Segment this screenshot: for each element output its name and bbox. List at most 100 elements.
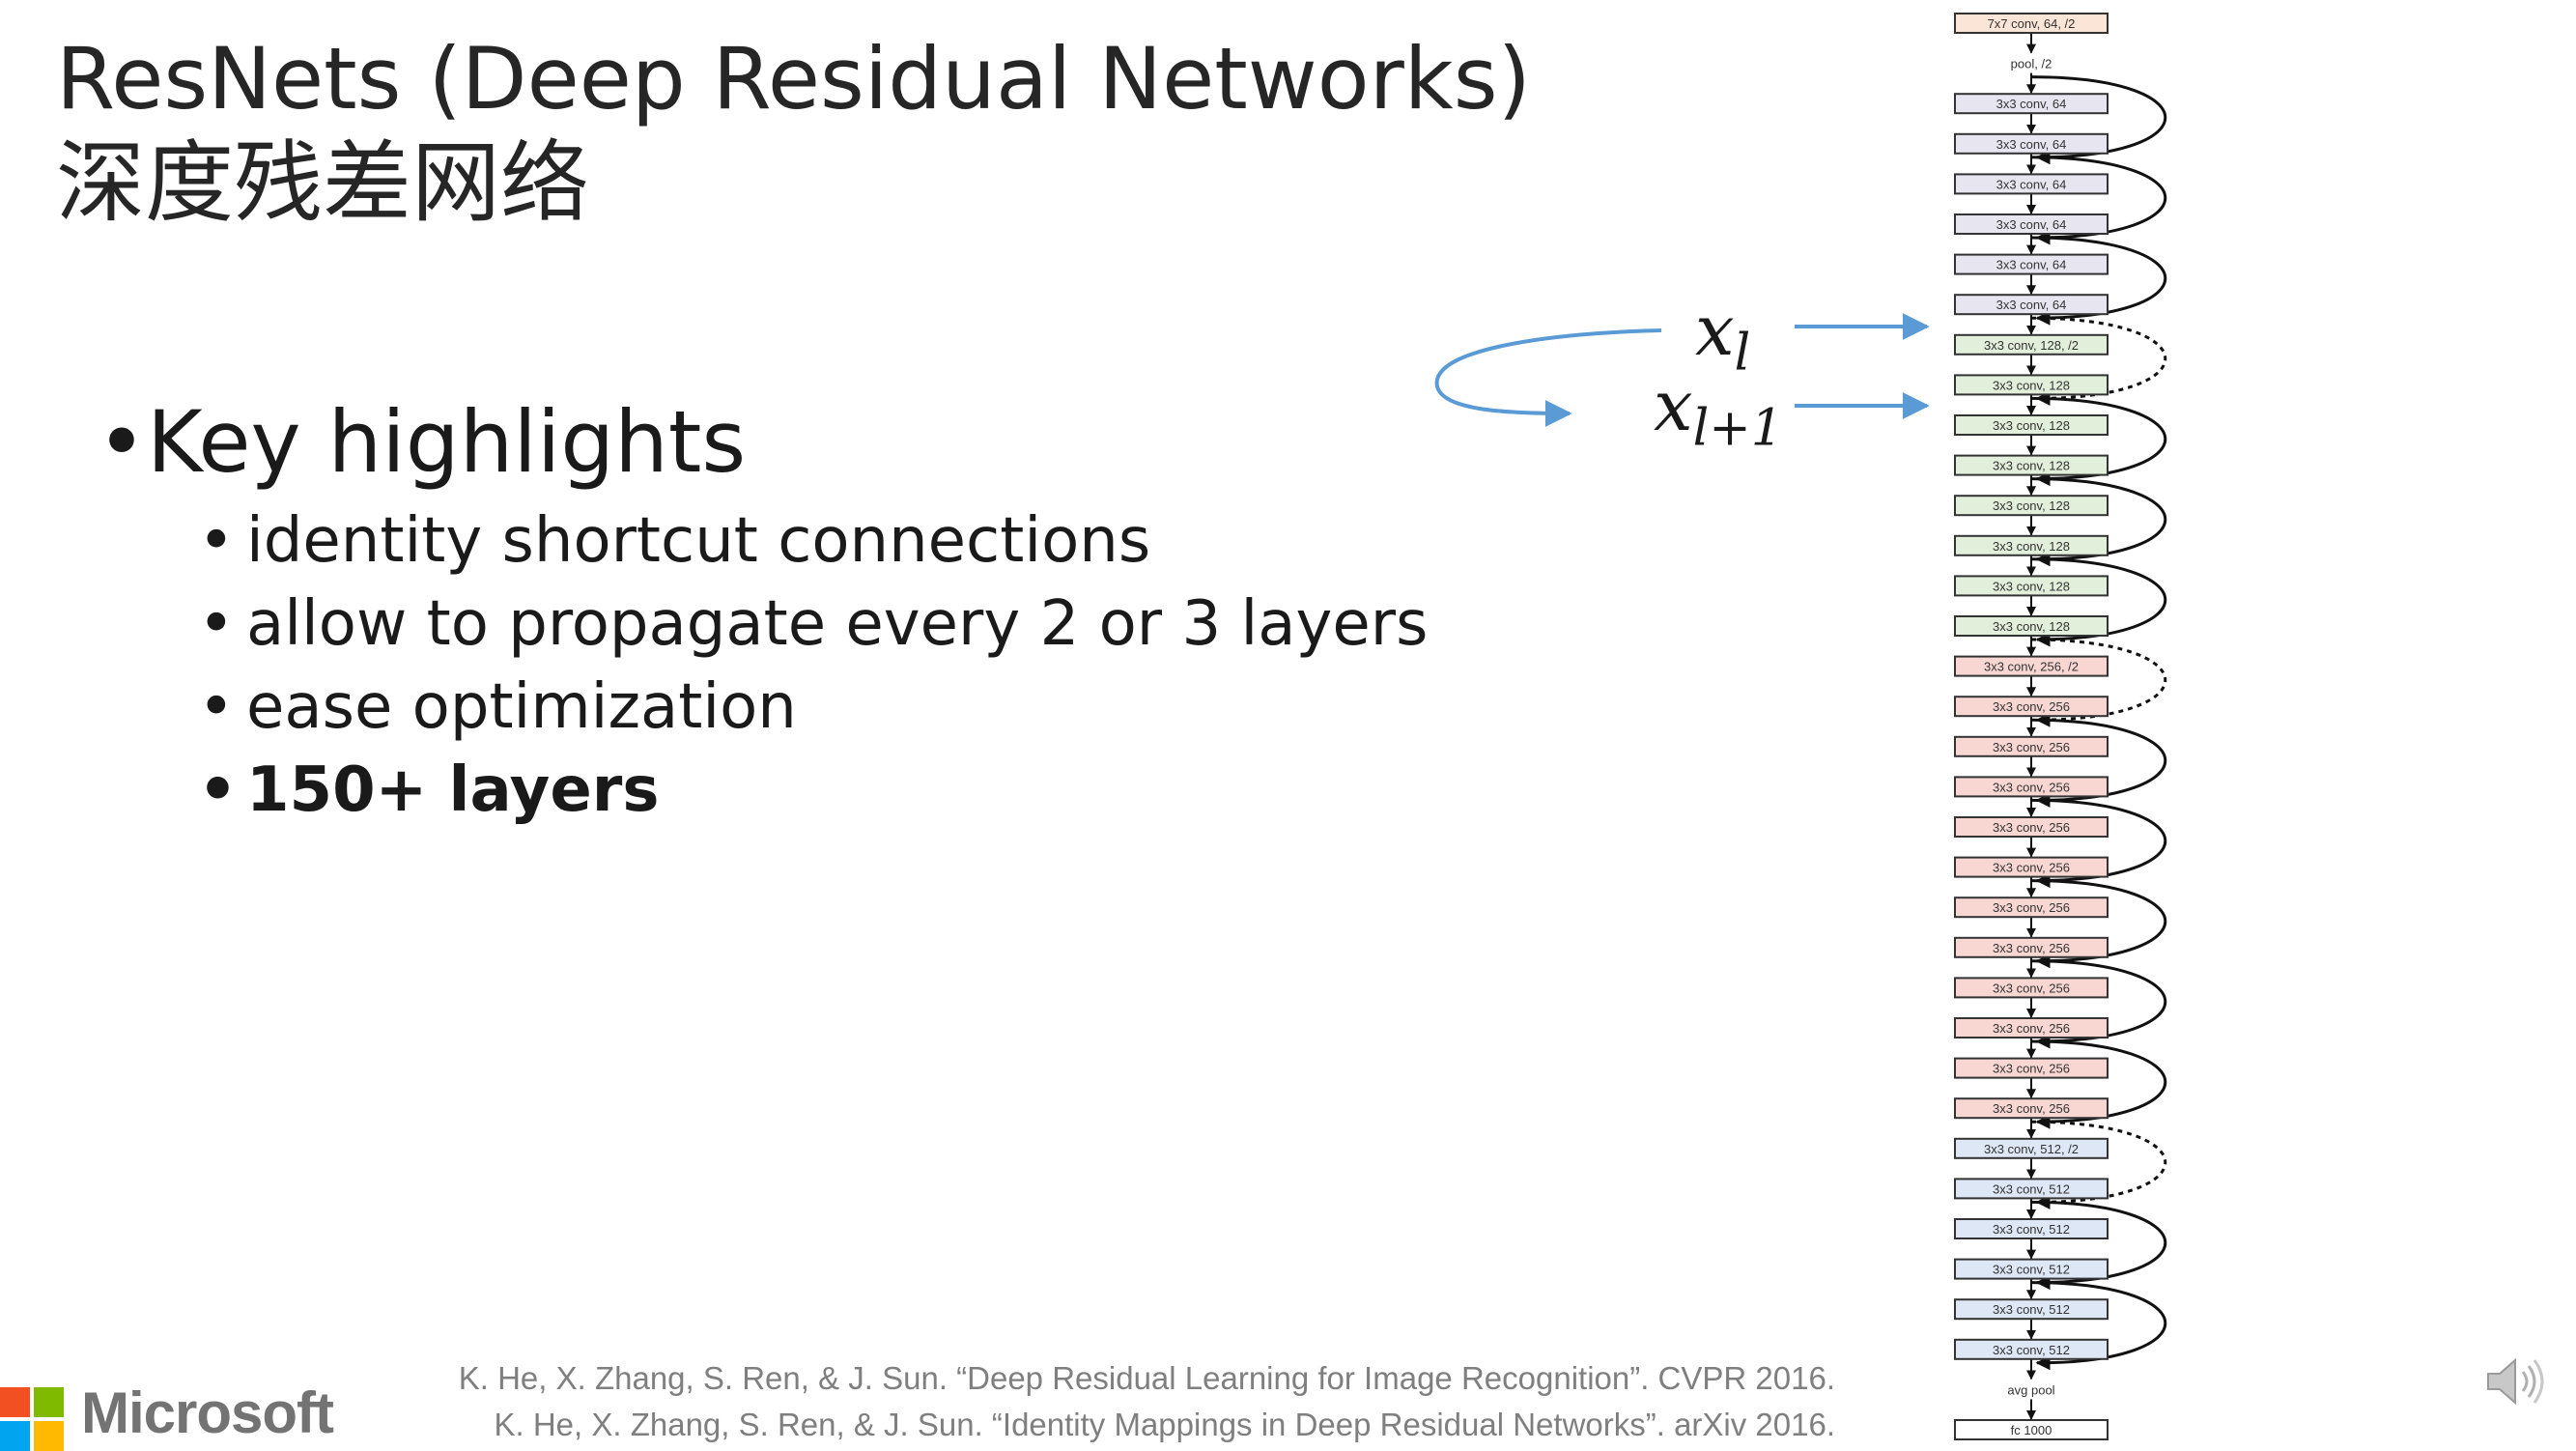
key-highlights-label: Key highlights — [147, 392, 747, 492]
layer-box — [1954, 414, 2109, 436]
layer-box — [1954, 1218, 2109, 1239]
layer-label: 3x3 conv, 128 — [1993, 579, 2070, 593]
layer-box — [1954, 213, 2109, 235]
layer-label: 3x3 conv, 128 — [1993, 378, 2070, 392]
layer-label: 3x3 conv, 256 — [1993, 1021, 2070, 1036]
layer-label: 3x3 conv, 64 — [1996, 97, 2067, 111]
bullet-dot: • — [198, 754, 238, 826]
microsoft-logo — [0, 1387, 64, 1451]
layer-label: 3x3 conv, 64 — [1996, 258, 2067, 272]
layer-label: 3x3 conv, 512 — [1993, 1181, 2070, 1196]
layer-box — [1954, 816, 2109, 838]
layer-box — [1954, 173, 2109, 195]
layer-box — [1954, 1057, 2109, 1079]
layer-box — [1954, 1137, 2109, 1159]
layer-label: 3x3 conv, 128 — [1993, 619, 2070, 634]
layer-box — [1954, 495, 2109, 517]
layer-box — [1954, 253, 2109, 275]
layer-label: 3x3 conv, 128 — [1993, 459, 2070, 473]
layer-label: 3x3 conv, 64 — [1996, 298, 2067, 312]
bullet-dot: • — [198, 588, 235, 660]
layer-label: 7x7 conv, 64, /2 — [1988, 16, 2076, 31]
layer-box — [1954, 534, 2109, 556]
layer-box — [1954, 132, 2109, 155]
logo-blue-square — [0, 1421, 30, 1451]
layer-box — [1954, 896, 2109, 919]
layer-label: 3x3 conv, 256 — [1993, 780, 2070, 794]
projection-shortcut — [2030, 1120, 2167, 1209]
bullet-item: •150+ layers — [198, 752, 659, 829]
layer-label: 3x3 conv, 128, /2 — [1984, 338, 2079, 353]
citation-1: K. He, X. Zhang, S. Ren, & J. Sun. “Deep… — [458, 1360, 1835, 1396]
layer-box — [1954, 454, 2109, 476]
microsoft-wordmark: Microsoft — [81, 1380, 334, 1445]
bullet-item: •allow to propagate every 2 or 3 layers — [198, 585, 1428, 663]
layer-box — [1954, 936, 2109, 958]
layer-box — [1954, 1298, 2109, 1321]
layer-box — [1954, 1258, 2109, 1280]
citation-2: K. He, X. Zhang, S. Ren, & J. Sun. “Iden… — [494, 1407, 1836, 1442]
layer-box — [1954, 1097, 2109, 1120]
bullet-text: identity shortcut connections — [246, 505, 1151, 577]
speaker-icon[interactable] — [2482, 1352, 2550, 1410]
layer-label: 3x3 conv, 256 — [1993, 1101, 2070, 1116]
layer-label: 3x3 conv, 64 — [1996, 137, 2067, 152]
layer-label: 3x3 conv, 512 — [1993, 1222, 2070, 1237]
layer-label: 3x3 conv, 256 — [1993, 941, 2070, 955]
layer-label: 3x3 conv, 256 — [1993, 900, 2070, 915]
slide-subtitle: 深度残差网络 — [56, 131, 590, 235]
layer-box — [1954, 333, 2109, 356]
layer-label: 3x3 conv, 128 — [1993, 539, 2070, 554]
bullet-dot: • — [198, 671, 235, 743]
math-subscript: l+1 — [1692, 399, 1783, 458]
bullet-text: 150+ layers — [246, 754, 660, 826]
layer-box — [1954, 735, 2109, 757]
math-subscript: l — [1734, 324, 1751, 383]
layer-label: 3x3 conv, 512 — [1993, 1343, 2070, 1357]
layer-box — [1954, 615, 2109, 637]
layer-label: 3x3 conv, 64 — [1996, 217, 2067, 232]
bullet-dot: • — [198, 505, 235, 577]
layer-box — [1954, 856, 2109, 878]
layer-box — [1954, 93, 2109, 115]
layer-label: 3x3 conv, 512 — [1993, 1302, 2070, 1317]
layer-box — [1954, 13, 2109, 34]
layer-label: 3x3 conv, 512 — [1993, 1263, 2070, 1277]
projection-shortcut — [2030, 316, 2167, 406]
layer-label: fc 1000 — [2011, 1423, 2052, 1437]
logo-red-square — [0, 1387, 30, 1417]
layer-box — [1954, 294, 2109, 316]
bullet-text: ease optimization — [246, 671, 797, 743]
layer-box — [1954, 776, 2109, 798]
layer-box — [1954, 374, 2109, 396]
layer-label: 3x3 conv, 256, /2 — [1984, 660, 2079, 674]
layer-label: 3x3 conv, 256 — [1993, 981, 2070, 995]
slide-title: ResNets (Deep Residual Networks) — [56, 29, 1531, 128]
layer-box — [1954, 1338, 2109, 1360]
layer-box — [1954, 655, 2109, 677]
bullet-item: •identity shortcut connections — [198, 502, 1150, 580]
layer-label: 3x3 conv, 64 — [1996, 177, 2067, 191]
math-base: x — [1695, 290, 1735, 371]
layer-label: 3x3 conv, 256 — [1993, 1062, 2070, 1076]
layer-label: 3x3 conv, 128 — [1993, 418, 2070, 433]
bullet-text: allow to propagate every 2 or 3 layers — [246, 588, 1429, 660]
layer-box — [1954, 1017, 2109, 1038]
bullet-item: •ease optimization — [198, 669, 797, 746]
logo-green-square — [34, 1387, 64, 1417]
layer-label: pool, /2 — [2011, 57, 2052, 71]
layer-label: 3x3 conv, 256 — [1993, 820, 2070, 835]
bullet-dot: • — [97, 392, 147, 492]
layer-label: 3x3 conv, 512, /2 — [1984, 1142, 2079, 1156]
layer-box — [1954, 1419, 2109, 1440]
layer-label: 3x3 conv, 256 — [1993, 740, 2070, 754]
projection-shortcut — [2030, 638, 2167, 727]
layer-box — [1954, 977, 2109, 999]
layer-label: avg pool — [2007, 1382, 2054, 1397]
layer-box — [1954, 696, 2109, 718]
logo-yellow-square — [34, 1421, 64, 1451]
layer-label: 3x3 conv, 256 — [1993, 861, 2070, 875]
layer-box — [1954, 575, 2109, 597]
